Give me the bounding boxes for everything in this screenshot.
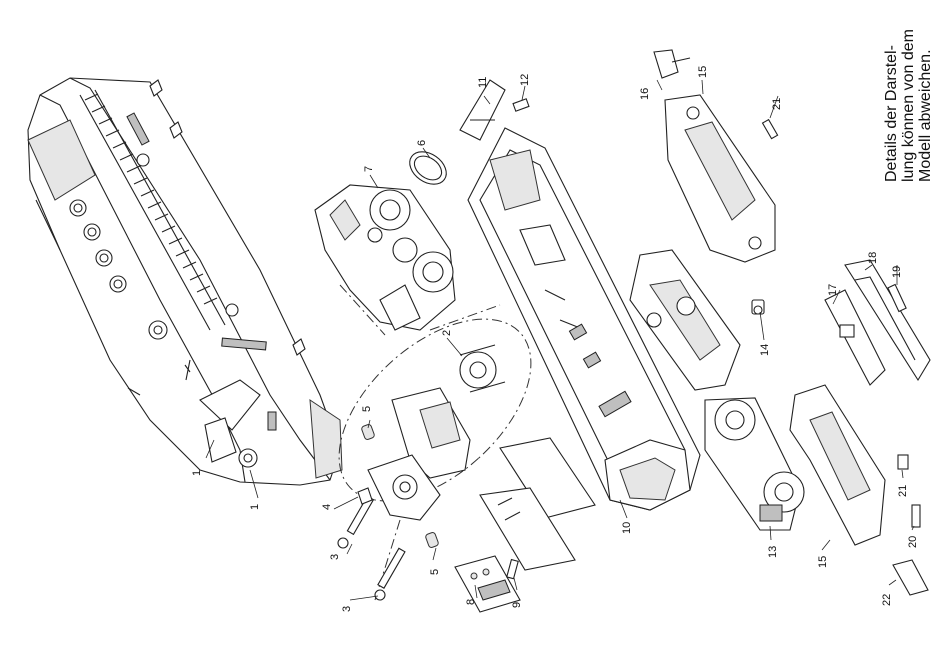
coupler-part-11 [460, 80, 505, 140]
part-label-1a: 1 [191, 470, 203, 476]
rear-truck-frame-bottom [790, 385, 885, 545]
screw-12 [513, 99, 529, 111]
part-label-5b: 5 [429, 569, 441, 575]
contact-spring-16 [654, 50, 690, 78]
screw-9 [507, 560, 518, 579]
part-label-19: 19 [891, 266, 903, 278]
part-label-1b: 1 [249, 504, 261, 510]
part-label-22: 22 [881, 594, 893, 606]
locomotive-body-shell [28, 78, 342, 485]
rear-truck-frame-top [665, 95, 775, 262]
part-label-3a: 3 [329, 554, 341, 560]
front-truck-assembly [315, 185, 455, 330]
part-label-13: 13 [767, 546, 779, 558]
part-label-3b: 3 [341, 606, 353, 612]
part-label-11: 11 [477, 77, 489, 88]
part-label-12: 12 [519, 74, 531, 86]
disclaimer-note: Details der Darstel- lung können von dem… [883, 29, 934, 182]
part-label-5a: 5 [361, 406, 373, 412]
part-label-2: 2 [441, 330, 453, 336]
part-label-17: 17 [827, 284, 839, 296]
part-label-9: 9 [511, 602, 523, 608]
part-label-6: 6 [416, 140, 428, 146]
note-line-2: lung können von dem [900, 29, 917, 182]
screw-21-bottom [898, 455, 908, 469]
part-label-4: 4 [321, 504, 333, 510]
traction-tire [404, 145, 453, 191]
note-line-1: Details der Darstel- [883, 45, 900, 182]
part-label-16: 16 [639, 88, 651, 100]
part-label-18: 18 [867, 252, 879, 264]
clip-22 [893, 560, 928, 595]
side-frame-plates [825, 260, 930, 385]
screw-21-top [763, 120, 778, 139]
part-label-20: 20 [907, 536, 919, 548]
part-label-15b: 15 [817, 556, 829, 568]
screw-14 [752, 300, 764, 314]
part-label-8: 8 [465, 599, 477, 605]
circuit-boards [480, 438, 595, 570]
note-line-3: Modell abweichen. [917, 49, 934, 182]
truck-13 [705, 398, 804, 530]
part-label-21b: 21 [897, 485, 909, 497]
screw-20 [912, 505, 920, 527]
part-label-7: 7 [363, 166, 375, 172]
part-label-14: 14 [759, 344, 771, 356]
part-label-21a: 21 [771, 98, 783, 110]
part-label-10: 10 [621, 522, 633, 534]
part-label-15a: 15 [697, 66, 709, 78]
